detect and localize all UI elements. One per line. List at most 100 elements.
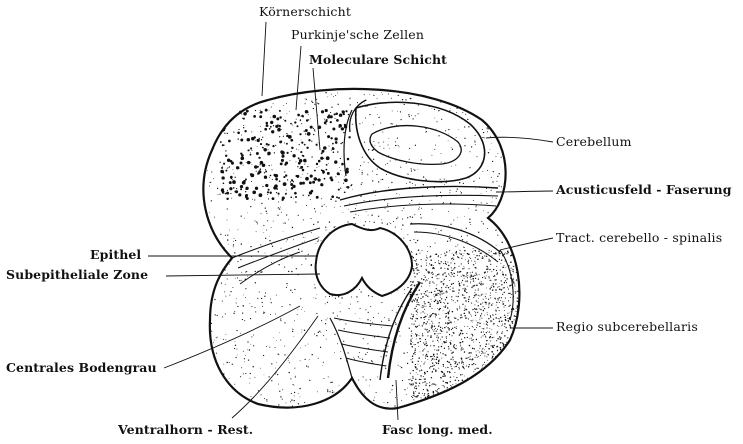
stipple-dot (472, 364, 473, 365)
stipple-dot (225, 150, 226, 151)
stipple-dot (509, 305, 510, 306)
stipple-dot (211, 331, 212, 332)
stipple-dot (356, 205, 357, 206)
stipple-dot (252, 190, 256, 194)
stipple-dot (358, 379, 359, 380)
stipple-dot (310, 118, 311, 119)
stipple-dot (343, 132, 344, 133)
stipple-dot (376, 174, 377, 175)
stipple-dot (422, 325, 423, 326)
stipple-dot (455, 366, 456, 367)
stipple-dot (255, 187, 258, 190)
stipple-dot (497, 298, 498, 299)
stipple-dot (438, 231, 439, 232)
stipple-dot (425, 316, 426, 317)
stipple-dot (496, 245, 497, 246)
stipple-dot (402, 219, 403, 220)
stipple-dot (487, 360, 488, 361)
stipple-dot (455, 363, 456, 364)
stipple-dot (489, 277, 490, 278)
stipple-dot (445, 322, 446, 323)
stipple-dot (423, 382, 424, 383)
stipple-dot (234, 384, 235, 385)
stipple-dot (446, 331, 447, 332)
stipple-dot (423, 363, 424, 364)
stipple-dot (252, 199, 253, 200)
stipple-dot (455, 302, 456, 303)
stipple-dot (414, 272, 415, 273)
stipple-dot (260, 111, 263, 114)
stipple-dot (385, 164, 386, 165)
stipple-dot (236, 330, 237, 331)
stipple-dot (482, 256, 483, 257)
stipple-dot (478, 298, 479, 299)
stipple-dot (244, 361, 245, 362)
stipple-dot (430, 265, 431, 266)
stipple-dot (225, 170, 227, 172)
stipple-dot (421, 369, 422, 370)
stipple-dot (438, 346, 439, 347)
stipple-dot (504, 315, 505, 316)
stipple-dot (464, 297, 465, 298)
stipple-dot (381, 92, 382, 93)
stipple-dot (499, 302, 500, 303)
stipple-dot (464, 368, 465, 369)
stipple-dot (464, 326, 465, 327)
stipple-dot (438, 256, 439, 257)
stipple-dot (476, 324, 477, 325)
stipple-dot (419, 325, 420, 326)
stipple-dot (451, 386, 452, 387)
stipple-dot (470, 279, 471, 280)
stipple-dot (305, 237, 306, 238)
stipple-dot (310, 199, 311, 200)
stipple-dot (313, 224, 314, 225)
stipple-dot (438, 110, 439, 111)
stipple-dot (448, 140, 449, 141)
stipple-dot (450, 239, 451, 240)
stipple-dot (387, 223, 388, 224)
stipple-dot (271, 169, 272, 170)
stipple-dot (223, 364, 224, 365)
stipple-dot (427, 246, 428, 247)
stipple-dot (472, 285, 474, 287)
stipple-dot (373, 317, 374, 318)
stipple-dot (436, 331, 437, 332)
stipple-dot (294, 400, 295, 401)
stipple-dot (330, 112, 331, 113)
stipple-dot (396, 312, 397, 313)
stipple-dot (428, 302, 429, 303)
stipple-dot (482, 137, 483, 138)
stipple-dot (445, 342, 447, 344)
stipple-dot (496, 230, 497, 231)
label-koernerschicht: Körnerschicht (259, 6, 351, 19)
stipple-dot (360, 308, 361, 309)
stipple-dot (436, 288, 437, 289)
stipple-dot (509, 285, 511, 287)
stipple-dot (434, 296, 435, 297)
stipple-dot (267, 220, 268, 221)
stipple-dot (471, 146, 472, 147)
stipple-dot (254, 165, 258, 169)
stipple-dot (334, 160, 337, 163)
stipple-dot (397, 111, 398, 112)
stipple-dot (439, 290, 440, 291)
stipple-dot (404, 389, 405, 390)
stipple-dot (312, 181, 315, 184)
stipple-dot (428, 278, 429, 279)
stipple-dot (454, 372, 455, 373)
label-ventralhorn: Ventralhorn - Rest. (118, 424, 253, 437)
stipple-dot (453, 291, 454, 292)
stipple-dot (453, 268, 454, 269)
stipple-dot (284, 222, 285, 223)
stipple-dot (385, 368, 386, 369)
stipple-dot (264, 398, 265, 399)
stipple-dot (392, 123, 393, 124)
stipple-dot (351, 296, 352, 297)
stipple-dot (445, 255, 446, 256)
stipple-dot (473, 251, 474, 252)
stipple-dot (323, 378, 324, 379)
stipple-dot (335, 201, 336, 202)
stipple-dot (431, 321, 432, 322)
stipple-dot (240, 185, 243, 188)
stipple-dot (465, 281, 466, 282)
